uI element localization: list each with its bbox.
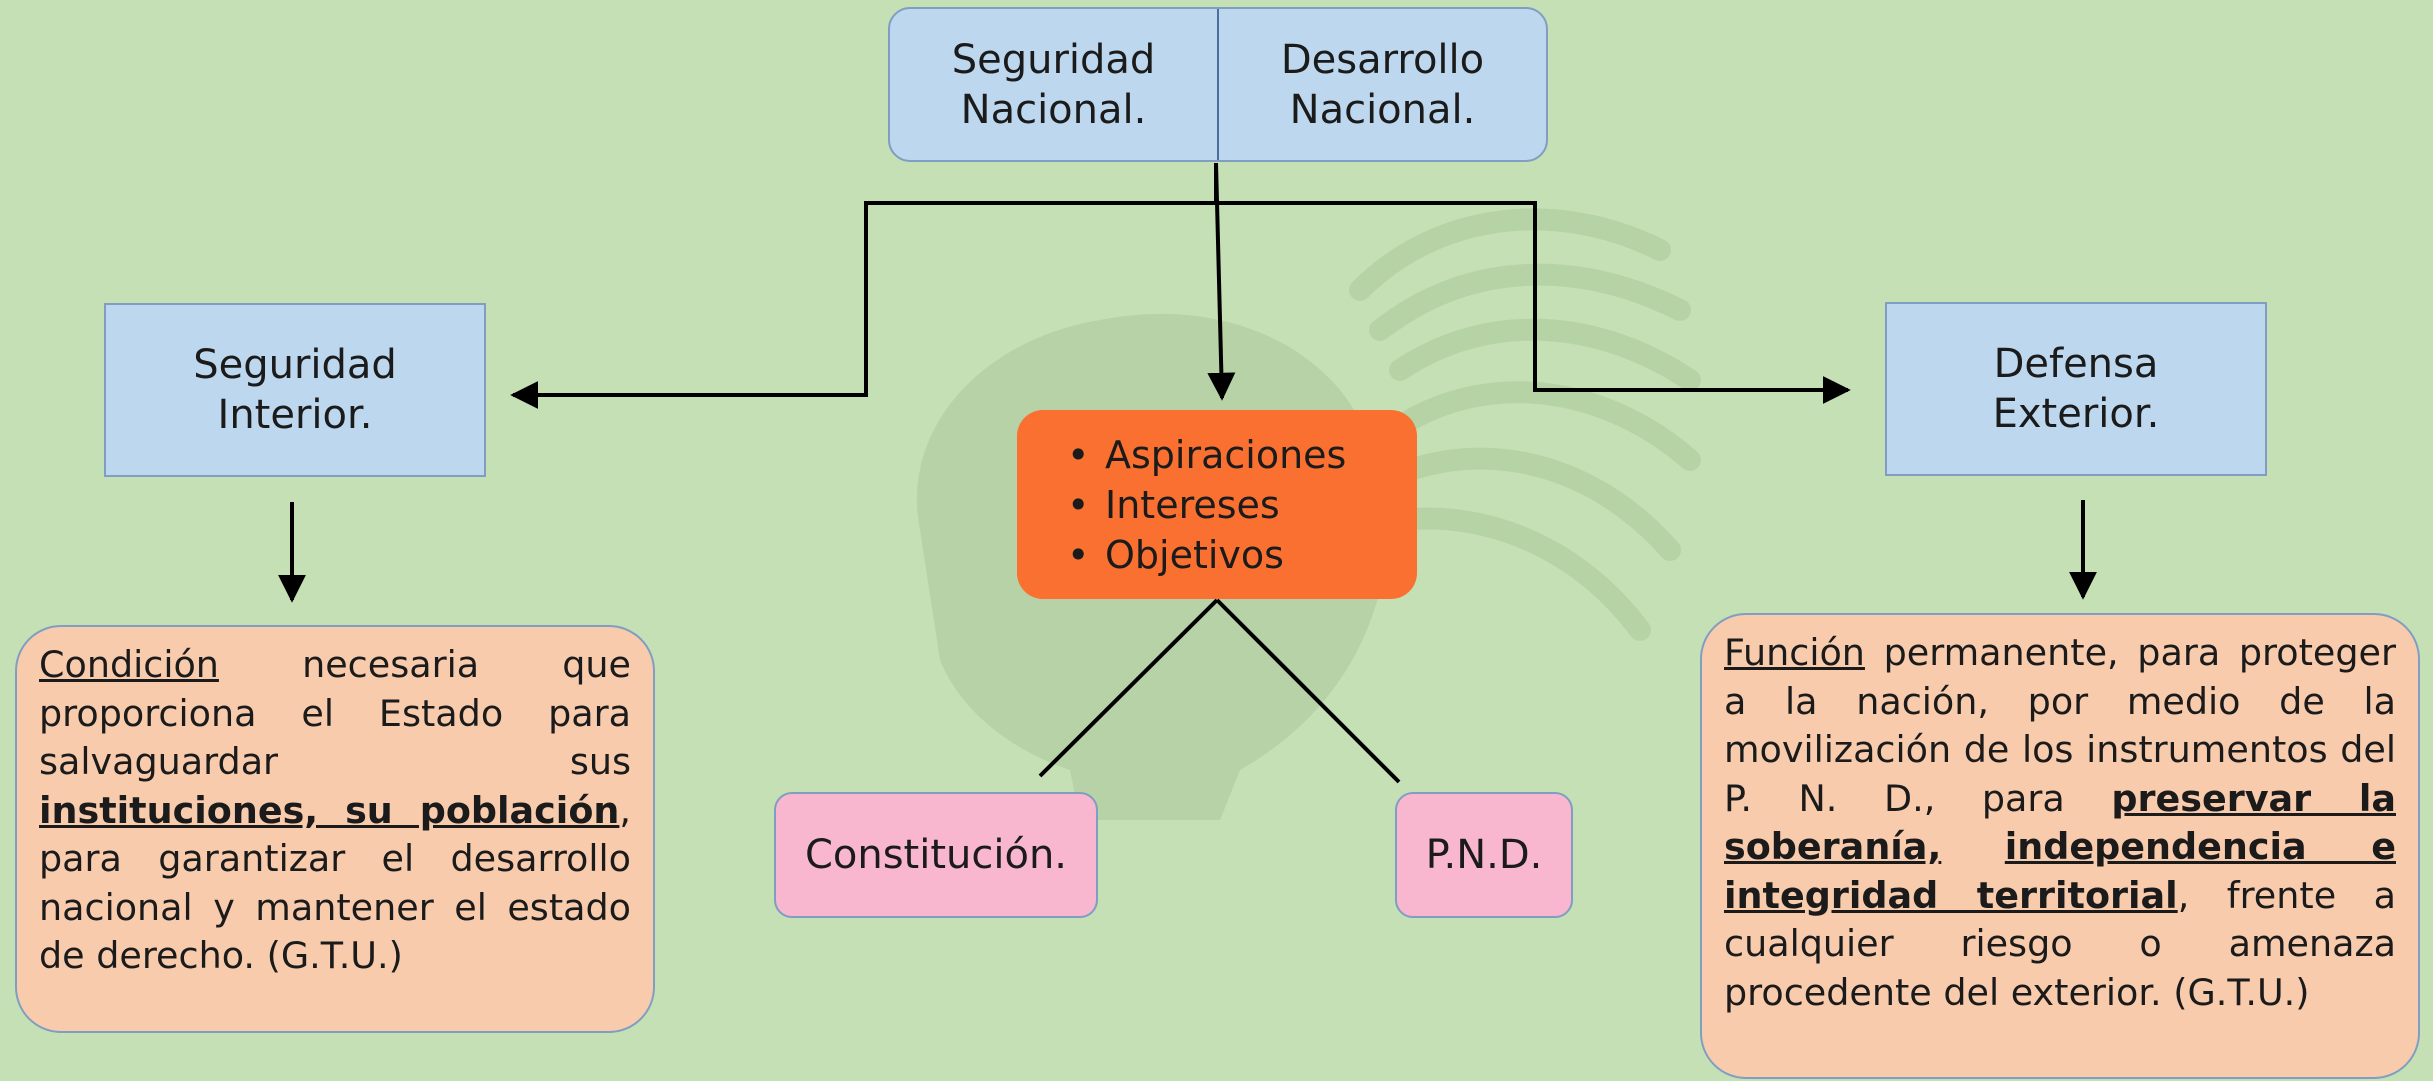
- pnd-label: P.N.D.: [1425, 832, 1543, 878]
- constitucion-box: Constitución.: [774, 792, 1098, 918]
- list-item-intereses: Intereses: [1067, 480, 1346, 530]
- constitucion-label: Constitución.: [804, 832, 1068, 878]
- list-item-objetivos: Objetivos: [1067, 530, 1346, 580]
- definition-term-condicion: Condición: [39, 643, 219, 686]
- aspiraciones-intereses-objetivos-box: Aspiraciones Intereses Objetivos: [1017, 410, 1417, 599]
- desarrollo-nacional-line1: Desarrollo: [1280, 36, 1485, 83]
- seguridad-interior-line1: Seguridad: [193, 342, 397, 388]
- definition-emphasis-preservar: preservar la soberanía,: [1724, 776, 2396, 869]
- seguridad-nacional-line2: Nacional.: [960, 86, 1147, 133]
- defensa-exterior-line2: Exterior.: [1992, 391, 2160, 437]
- desarrollo-nacional-cell: Desarrollo Nacional.: [1219, 9, 1546, 160]
- seguridad-interior-box: Seguridad Interior.: [104, 303, 486, 477]
- definition-term-funcion: Función: [1724, 631, 1865, 674]
- definition-text-part2: , para garantizar el desarrollo nacional…: [39, 788, 631, 978]
- defensa-exterior-line1: Defensa: [1993, 341, 2159, 387]
- defensa-exterior-definition: Función permanente, para proteger a la n…: [1700, 613, 2420, 1079]
- connector-to-seguridad-interior: [510, 163, 1218, 409]
- seguridad-desarrollo-nacional-box: Seguridad Nacional. Desarrollo Nacional.: [888, 7, 1548, 162]
- center-bullet-list: Aspiraciones Intereses Objetivos: [1017, 430, 1346, 580]
- defensa-exterior-box: Defensa Exterior.: [1885, 302, 2267, 476]
- pnd-box: P.N.D.: [1395, 792, 1573, 918]
- definition-emphasis-independencia: independencia e integridad territorial: [1724, 825, 2396, 917]
- connector-to-defensa-exterior: [1216, 201, 1851, 404]
- seguridad-interior-line2: Interior.: [217, 392, 373, 438]
- connector-list-to-constitucion: [1038, 598, 1219, 778]
- connector-to-center-list: [1207, 162, 1236, 401]
- seguridad-interior-definition: Condición necesaria que proporciona el E…: [15, 625, 655, 1033]
- definition-text-part2: , frente a cualquier riesgo o amenaza pr…: [1724, 873, 2396, 1014]
- definition-text-part1: permanente, para proteger a la nación, p…: [1724, 631, 2396, 820]
- definition-emphasis-instituciones: instituciones, su población: [39, 788, 620, 832]
- desarrollo-nacional-line2: Nacional.: [1289, 86, 1476, 133]
- seguridad-nacional-cell: Seguridad Nacional.: [890, 9, 1219, 160]
- seguridad-nacional-line1: Seguridad: [951, 36, 1156, 83]
- list-item-aspiraciones: Aspiraciones: [1067, 430, 1346, 480]
- definition-text-part1: necesaria que proporciona el Estado para…: [39, 643, 631, 783]
- connector-list-to-pnd: [1215, 598, 1401, 784]
